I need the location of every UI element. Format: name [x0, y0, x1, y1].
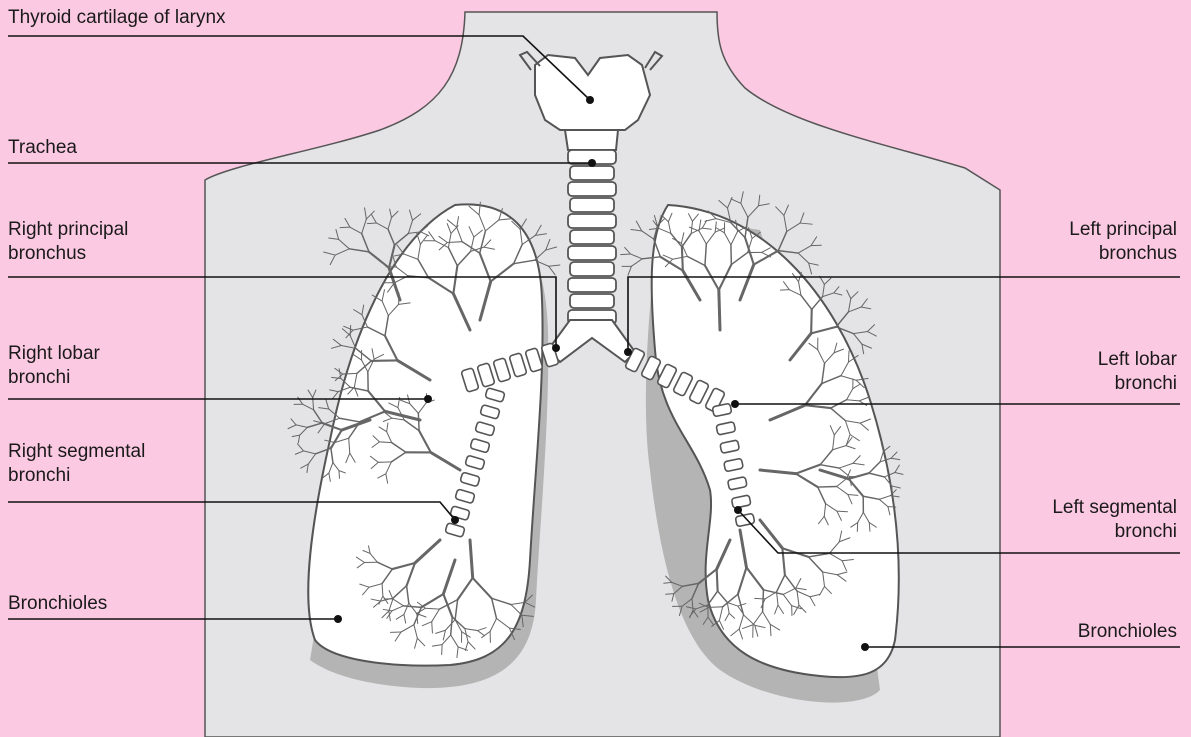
label-thyroid-text: Thyroid cartilage of larynx [8, 6, 226, 30]
label-right-lobar-line2: bronchi [8, 366, 100, 390]
label-left-lobar-line1: Left lobar [1098, 348, 1177, 372]
label-bronchioles-right: Bronchioles [8, 592, 107, 616]
label-left-principal-line2: bronchus [1069, 242, 1177, 266]
label-trachea: Trachea [8, 136, 77, 160]
bronchiole-branch [811, 309, 812, 333]
label-left-segmental: Left segmental bronchi [1052, 496, 1177, 544]
trachea-ring [570, 230, 614, 244]
label-left-principal: Left principal bronchus [1069, 218, 1177, 266]
label-right-principal-line1: Right principal [8, 218, 128, 242]
bronchiole-branch [621, 254, 631, 255]
bronchiole-branch [770, 624, 771, 635]
label-right-segmental-line1: Right segmental [8, 440, 145, 464]
trachea-ring [570, 294, 614, 308]
label-left-segmental-line2: bronchi [1052, 520, 1177, 544]
trachea-rings [568, 150, 616, 324]
label-right-segmental: Right segmental bronchi [8, 440, 145, 488]
bronchiole-branch [818, 487, 837, 488]
bronchiole-branch [367, 223, 376, 224]
trachea-ring [568, 246, 616, 260]
bronchiole-branch [339, 471, 340, 479]
bronchiole-branch [682, 247, 683, 271]
bronchiole-branch [837, 511, 848, 512]
label-left-lobar: Left lobar bronchi [1098, 348, 1177, 396]
bronchiole-branch [848, 351, 849, 362]
trachea-ring [570, 198, 614, 212]
label-right-segmental-line2: bronchi [8, 464, 145, 488]
label-right-principal: Right principal bronchus [8, 218, 128, 266]
bronchiole-branch [719, 290, 720, 330]
label-left-principal-line1: Left principal [1069, 218, 1177, 242]
bronchiole-branch [343, 373, 357, 374]
bronchiole-branch [709, 607, 723, 608]
trachea-ring [568, 214, 616, 228]
label-trachea-text: Trachea [8, 136, 77, 160]
bronchiole-branch [666, 594, 674, 595]
bronchiole-branch [418, 413, 419, 431]
trachea-ring [570, 262, 614, 276]
label-right-principal-line2: bronchus [8, 242, 128, 266]
trachea-ring [570, 166, 614, 180]
label-left-segmental-line1: Left segmental [1052, 496, 1177, 520]
label-right-lobar-line1: Right lobar [8, 342, 100, 366]
label-bronchioles-right-text: Bronchioles [8, 592, 107, 616]
label-thyroid: Thyroid cartilage of larynx [8, 6, 226, 30]
bronchiole-branch [763, 590, 764, 612]
label-right-lobar: Right lobar bronchi [8, 342, 100, 390]
label-left-lobar-line2: bronchi [1098, 372, 1177, 396]
bronchiole-branch [717, 569, 718, 591]
label-bronchioles-left: Bronchioles [1078, 620, 1177, 644]
bronchiole-branch [869, 522, 870, 531]
trachea-ring [568, 182, 616, 196]
label-bronchioles-left-text: Bronchioles [1078, 620, 1177, 644]
trachea-ring [568, 278, 616, 292]
bronchiole-branch [340, 227, 350, 228]
